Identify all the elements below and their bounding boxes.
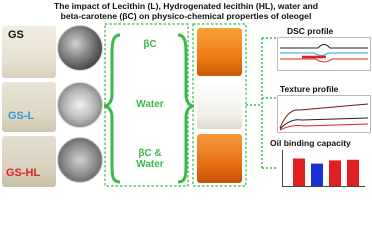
oil-binding-plot [282,150,365,187]
treatment-label-bc: βC [143,39,157,50]
oil-binding-bars [293,158,359,186]
texture-profile-plot [277,95,371,133]
texture-curves [279,103,369,131]
sample-photo-gs [2,26,56,78]
title-line-1: The impact of Lecithin (L), Hydrogenated… [53,1,319,11]
title-line-2: beta-carotene (βC) on physico-chemical p… [60,11,312,21]
sample-photo-gs-l [2,82,56,132]
sample-photo-gs-hl [2,136,56,187]
texture-profile-title: Texture profile [280,84,339,94]
dsc-profile-title: DSC profile [287,26,334,36]
micrograph-gs-hl [57,137,103,183]
oil-binding-bar-3 [329,160,341,186]
sample-label-gs-hl: GS-HL [6,167,41,179]
left-bracket [103,33,121,184]
oil-binding-bar-2 [311,163,323,186]
left-dashed-box [104,23,189,187]
right-bracket [177,33,195,184]
orange-sample-bc-water [197,134,242,183]
treatment-label-bc-water-text: βC & Water [136,148,164,170]
figure-title: The impact of Lecithin (L), Hydrogenated… [0,1,372,21]
dsc-curves [280,44,368,63]
oil-binding-bar-1 [293,158,305,186]
sample-label-gs: GS [8,29,24,41]
white-sample-water [197,81,242,129]
dsc-profile-plot [277,37,371,71]
oil-binding-bar-4 [347,159,359,186]
treatment-label-bc-water: βC & Water [124,148,176,170]
property-connector [246,37,277,169]
sample-row-gs: GS [0,23,103,79]
sample-row-gs-l: GS-L [0,79,103,133]
treatment-label-water: Water [136,99,164,110]
orange-sample-bc [197,28,242,76]
micrograph-gs-l [57,82,103,128]
sample-label-gs-l: GS-L [8,110,35,122]
sample-row-gs-hl: GS-HL [0,133,103,189]
oil-binding-title: Oil binding capacity [270,138,351,148]
micrograph-gs [57,25,103,71]
connector-graphics [103,23,277,187]
